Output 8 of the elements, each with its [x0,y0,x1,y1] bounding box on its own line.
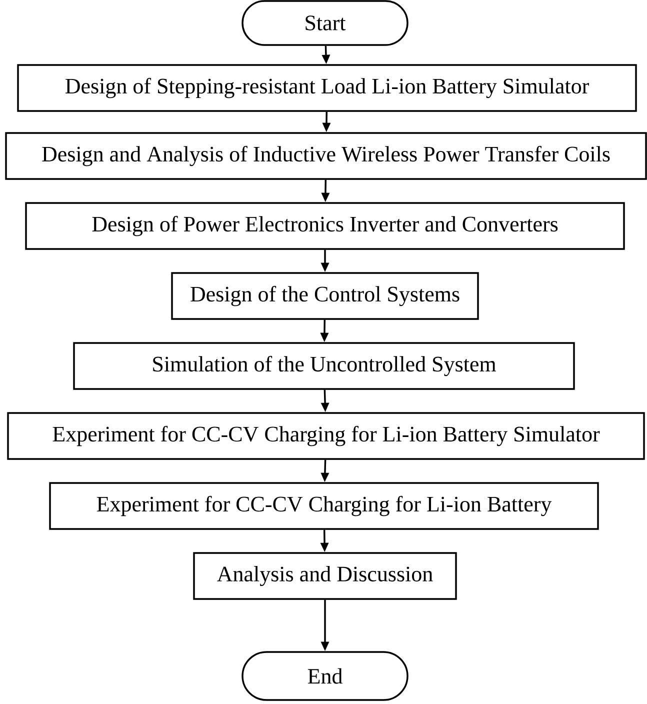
process-box: Design of Power Electronics Inverter and Converters [25,202,625,250]
process-box: Design of Stepping-resistant Load Li-ion Battery Simulator [17,64,637,112]
process-box: Design and Analysis of Inductive Wireless Power Transfer Coils [5,132,647,180]
process-box: Simulation of the Uncontrolled System [73,342,575,390]
process-box: Experiment for CC-CV Charging for Li-ion Battery [49,482,599,530]
process-box: Design of the Control Systems [171,272,479,320]
process-box: Analysis and Discussion [193,552,457,600]
process-box: Experiment for CC-CV Charging for Li-ion Battery Simulator [7,412,645,460]
